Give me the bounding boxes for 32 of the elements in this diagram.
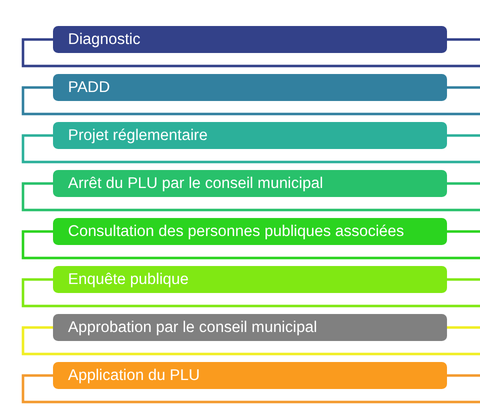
bracket-line: [22, 374, 480, 404]
step-bar: [53, 266, 447, 293]
bracket-line: [22, 38, 480, 68]
connector-line: [447, 86, 480, 89]
bracket-line: [22, 134, 480, 164]
bracket-line: [22, 326, 480, 356]
step-label: Enquête publique: [68, 270, 189, 288]
step-bar: [53, 218, 447, 245]
bracket-line: [22, 86, 480, 116]
step-bar: [53, 362, 447, 389]
step-label: Consultation des personnes publiques associées: [68, 222, 404, 240]
connector-line: [447, 374, 480, 377]
step-bar: [53, 170, 447, 197]
bracket-line: [22, 278, 480, 308]
step-bar: [53, 314, 447, 341]
step-label: Diagnostic: [68, 30, 140, 48]
step-label: Projet réglementaire: [68, 126, 208, 144]
step-label: PADD: [68, 78, 110, 96]
connector-line: [447, 326, 480, 329]
connector-line: [447, 230, 480, 233]
connector-line: [447, 38, 480, 41]
step-label: Approbation par le conseil municipal: [68, 318, 318, 336]
connector-line: [447, 134, 480, 137]
step-label: Arrêt du PLU par le conseil municipal: [68, 174, 324, 192]
connector-line: [447, 182, 480, 185]
step-bar: [53, 122, 447, 149]
step-bar: [53, 26, 447, 53]
bracket-line: [22, 182, 480, 212]
bracket-line: [22, 230, 480, 260]
connector-line: [447, 278, 480, 281]
step-bar: [53, 74, 447, 101]
step-label: Application du PLU: [68, 366, 200, 384]
